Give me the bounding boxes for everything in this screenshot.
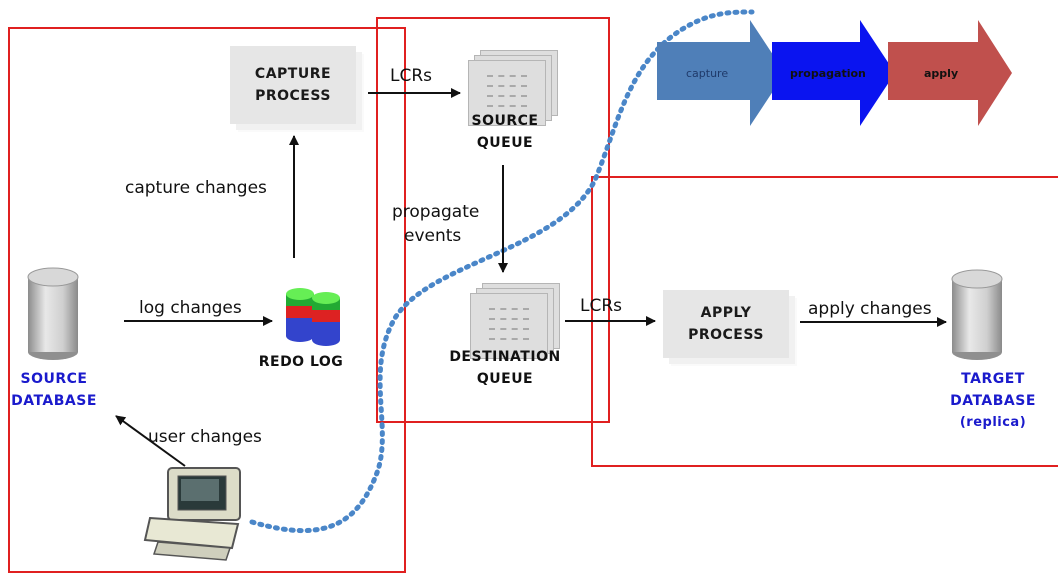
edge-label-capture-changes: capture changes: [125, 178, 267, 198]
capture-process-line1: CAPTURE: [254, 66, 332, 82]
capture-process-line2: PROCESS: [255, 88, 331, 104]
source-queue-line1: SOURCE: [471, 113, 539, 129]
apply-stage-arrow: [888, 20, 1012, 126]
user-computer-icon: [143, 467, 241, 561]
stage-capture-label: capture: [686, 67, 729, 80]
propagation-stage-arrow: [772, 20, 895, 126]
source-queue-label: SOURCE QUEUE: [455, 110, 555, 154]
edge-label-apply-changes: apply changes: [808, 299, 932, 319]
destination-queue-label: DESTINATION QUEUE: [420, 346, 590, 390]
target-database-label: TARGET DATABASE (replica): [938, 368, 1048, 434]
source-queue-line2: QUEUE: [476, 135, 534, 151]
edge-label-user-changes: user changes: [148, 427, 262, 447]
source-database-line1: SOURCE: [20, 371, 88, 387]
stage-propagation-label: propagation: [790, 67, 866, 80]
source-database-icon: [27, 267, 79, 360]
destination-queue-line1: DESTINATION: [449, 349, 561, 365]
capture-process-box: CAPTURE PROCESS: [230, 46, 356, 124]
edge-label-propagate-line1: propagate: [392, 202, 480, 222]
redo-log-icon: [286, 288, 340, 346]
target-database-line2: DATABASE: [950, 393, 1036, 409]
edge-label-propagate: propagate events: [392, 200, 479, 248]
edge-label-log-changes: log changes: [139, 298, 242, 318]
stage-apply-label: apply: [924, 67, 959, 80]
propagation-region: [376, 17, 610, 423]
capture-stage-arrow: [657, 20, 785, 126]
apply-process-line2: PROCESS: [688, 327, 764, 343]
target-database-icon: [951, 269, 1003, 360]
arrow-user-to-source-db: [115, 415, 186, 467]
destination-queue-line2: QUEUE: [476, 371, 534, 387]
edge-label-propagate-line2: events: [404, 226, 462, 246]
target-database-line3: (replica): [959, 415, 1027, 430]
edge-label-lcrs-capture: LCRs: [390, 66, 433, 86]
apply-process-box: APPLY PROCESS: [663, 290, 789, 358]
source-database-line2: DATABASE: [11, 393, 97, 409]
redo-log-label: REDO LOG: [258, 354, 344, 370]
source-site-region: [8, 27, 406, 573]
apply-process-line1: APPLY: [700, 305, 752, 321]
replication-path-dotted-line: [249, 9, 755, 533]
edge-label-lcrs-apply: LCRs: [580, 296, 623, 316]
source-database-label: SOURCE DATABASE: [6, 368, 102, 412]
target-database-line1: TARGET: [961, 371, 1025, 387]
